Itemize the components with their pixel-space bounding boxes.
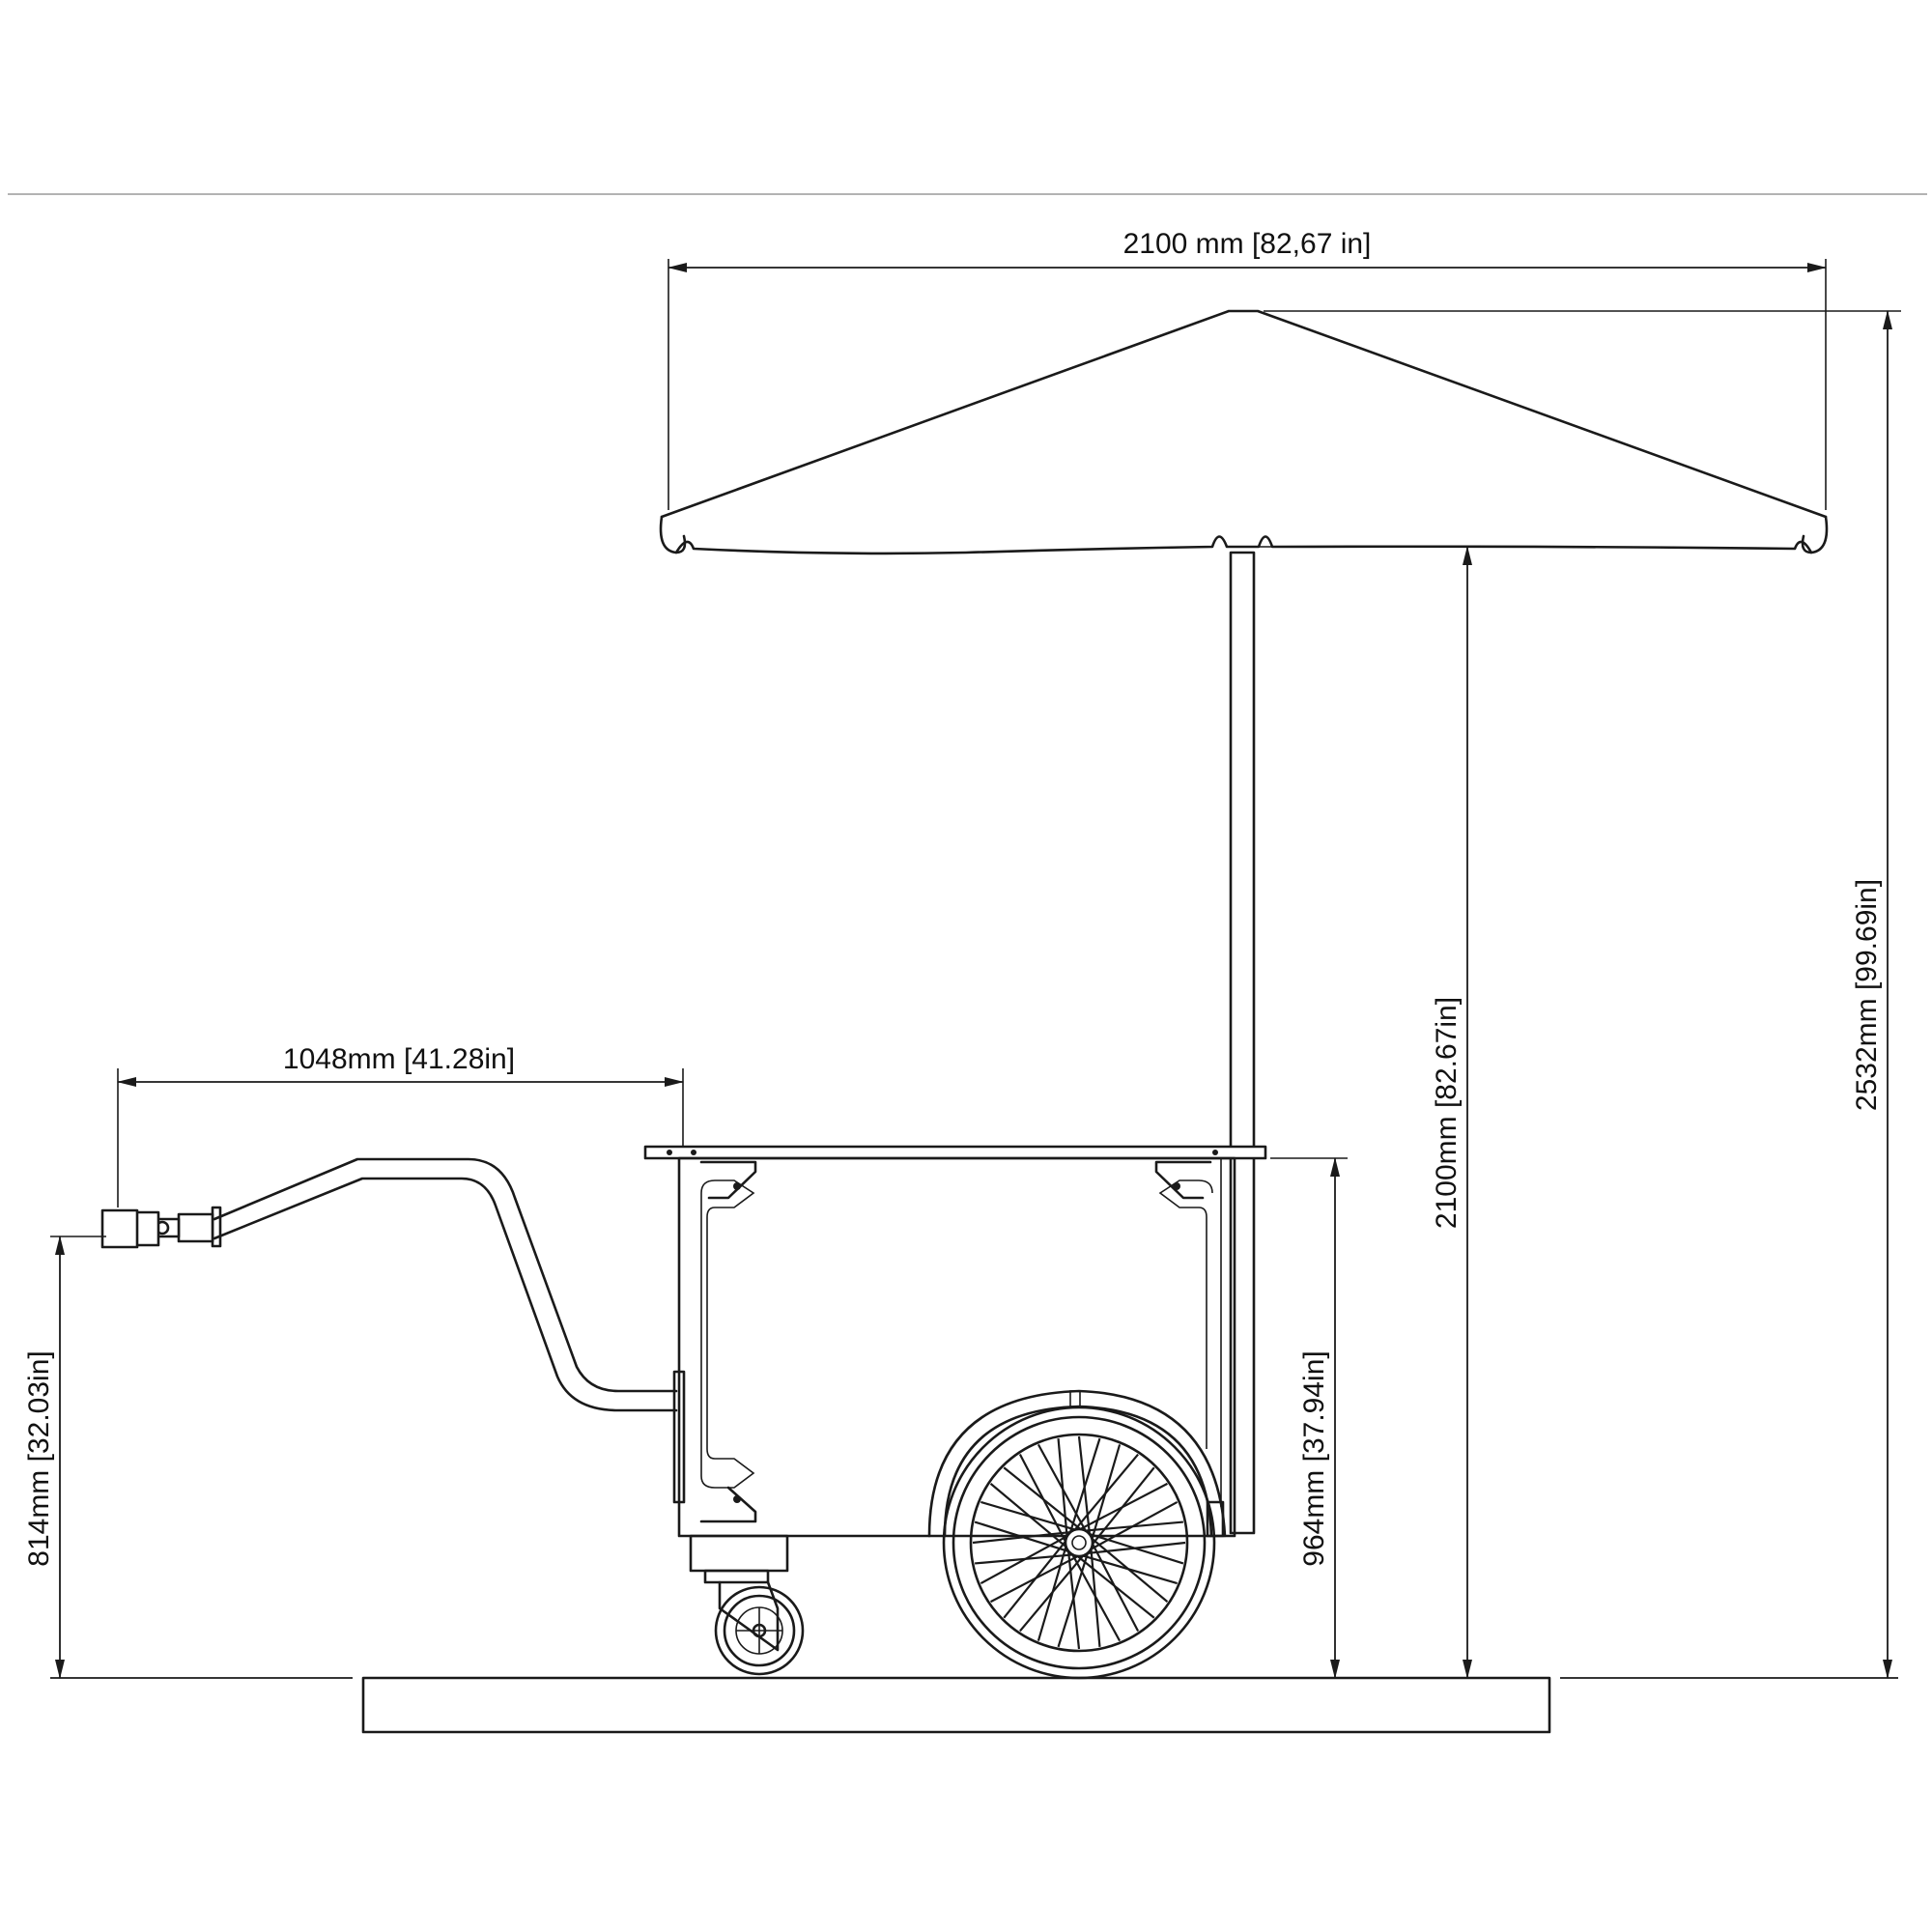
- dim-counter-height: 964mm [37.94in]: [1270, 1157, 1348, 1679]
- wheel-spoke: [975, 1553, 1073, 1565]
- ground: [50, 1676, 1898, 1734]
- wheel-spoke: [1018, 1454, 1067, 1543]
- wheel-spoke: [1057, 1552, 1090, 1648]
- wheel-spoke: [1089, 1532, 1184, 1565]
- dim-umbrella-width: 2100 mm [82,67 in]: [668, 228, 1827, 510]
- umbrella: [659, 309, 1829, 1535]
- main-wheel: [927, 1389, 1227, 1680]
- wheel-spoke: [989, 1483, 1067, 1548]
- wheel-spoke: [1079, 1482, 1168, 1531]
- handle: [100, 1157, 678, 1412]
- wheel-spoke: [1057, 1438, 1068, 1537]
- umbrella-width-label: 2100 mm [82,67 in]: [1123, 228, 1372, 260]
- umbrella-clearance-label: 2100mm [82.67in]: [1431, 997, 1463, 1229]
- wheel-spoke: [1073, 1453, 1139, 1531]
- wheel-spoke: [1068, 1437, 1101, 1533]
- dim-umbrella-clearance: 2100mm [82.67in]: [1256, 546, 1481, 1679]
- handle-height-label: 814mm [32.03in]: [23, 1350, 55, 1566]
- wheel-spoke: [1090, 1548, 1101, 1647]
- wheel-spoke: [1085, 1520, 1183, 1532]
- handle-reach-label: 1048mm [41.28in]: [283, 1043, 515, 1075]
- wheel-spoke: [1019, 1554, 1085, 1633]
- wheel-spoke: [1091, 1543, 1140, 1632]
- dim-handle-height: 814mm [32.03in]: [23, 1236, 106, 1679]
- overall-height-label: 2532mm [99.69in]: [1851, 879, 1883, 1111]
- wheel-spoke: [974, 1520, 1069, 1553]
- base-plate: [361, 1676, 1551, 1734]
- wheel-spoke: [990, 1554, 1079, 1604]
- dim-handle-reach: 1048mm [41.28in]: [117, 1043, 684, 1208]
- caster-wheel: [714, 1585, 805, 1676]
- dim-overall-height: 2532mm [99.69in]: [1820, 310, 1901, 1679]
- counter-height-label: 964mm [37.94in]: [1298, 1350, 1330, 1566]
- wheel-spoke: [1091, 1537, 1169, 1603]
- cart-body: [643, 1145, 1267, 1652]
